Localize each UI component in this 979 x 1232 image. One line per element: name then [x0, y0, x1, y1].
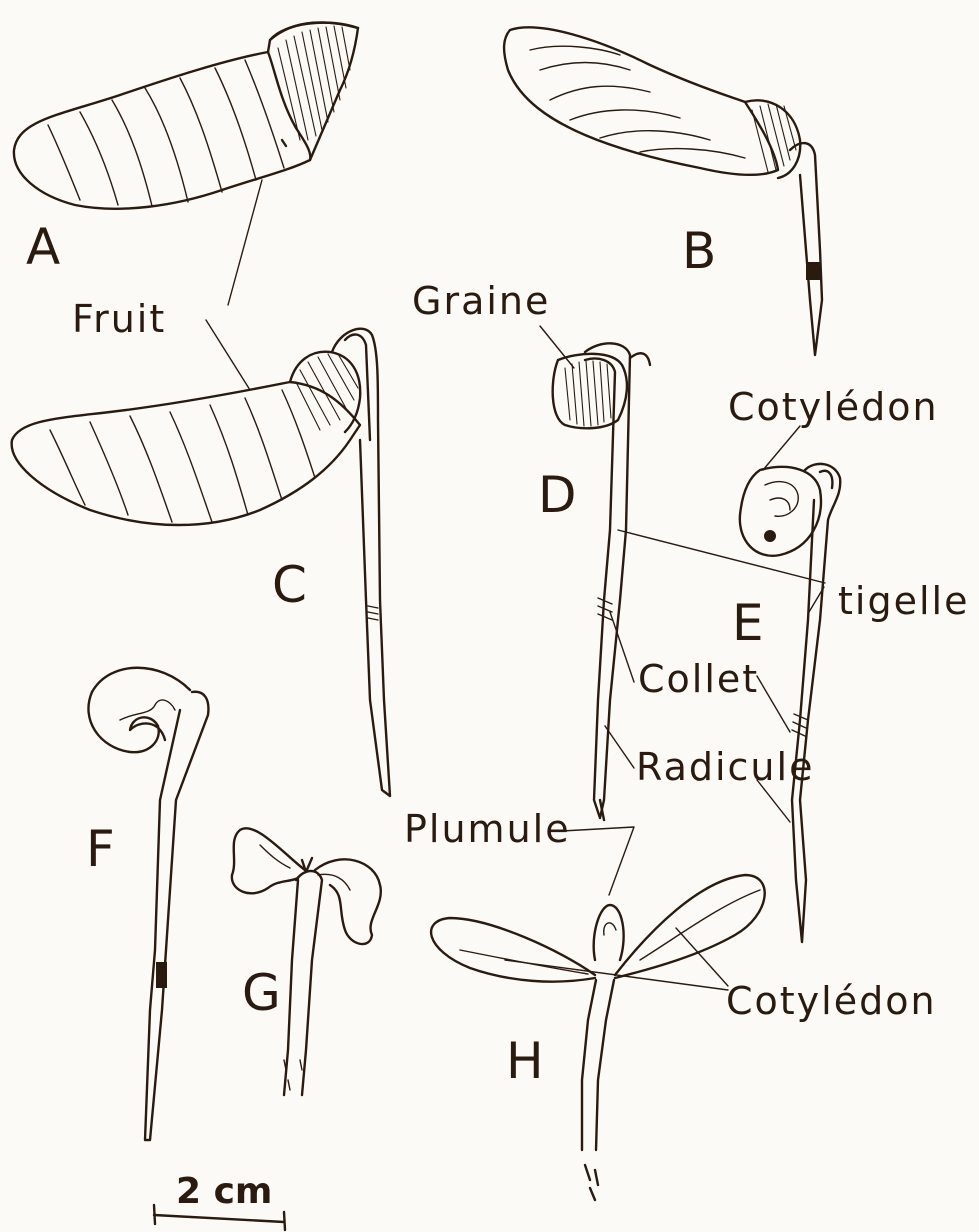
panel-label-h: H: [506, 1036, 544, 1086]
leader-tigelle-d: [618, 530, 825, 583]
leader-collet-e: [757, 676, 790, 732]
panel-label-d: D: [538, 470, 577, 520]
leader-cotyledon-e: [763, 426, 800, 470]
label-collet: Collet: [638, 660, 759, 698]
label-graine: Graine: [412, 282, 550, 320]
panel-label-g: G: [242, 968, 281, 1018]
panel-label-f: F: [86, 824, 115, 874]
label-fruit: Fruit: [72, 300, 166, 338]
drawing-c-seedling-in-samara: [12, 329, 390, 796]
label-tigelle: tigelle: [838, 582, 969, 620]
drawing-a-samara: [14, 22, 358, 208]
panel-label-c: C: [272, 560, 307, 610]
label-cotyledon-bottom: Cotylédon: [726, 982, 937, 1020]
label-radicule: Radicule: [636, 748, 814, 786]
label-plumule: Plumule: [404, 810, 571, 848]
drawing-g-young-seedling: [232, 828, 381, 1095]
panel-label-b: B: [682, 226, 716, 276]
leader-plumule: [562, 827, 634, 895]
panel-label-e: E: [732, 598, 764, 648]
leader-fruit-a: [228, 180, 262, 305]
drawing-e-seedling-cotyledons: [740, 464, 840, 942]
label-cotyledon-top: Cotylédon: [728, 388, 939, 426]
drawing-h-seedling-open-cotyledons: [431, 875, 765, 1200]
panel-label-a: A: [26, 222, 60, 272]
drawing-f-seedling: [88, 668, 208, 1140]
leader-cotyledon-left: [505, 960, 728, 990]
leader-fruit-c: [206, 320, 250, 390]
drawing-b-germinating-samara: [504, 27, 822, 355]
scale-bar-label: 2 cm: [176, 1174, 272, 1210]
leader-radicule-d: [605, 726, 634, 768]
